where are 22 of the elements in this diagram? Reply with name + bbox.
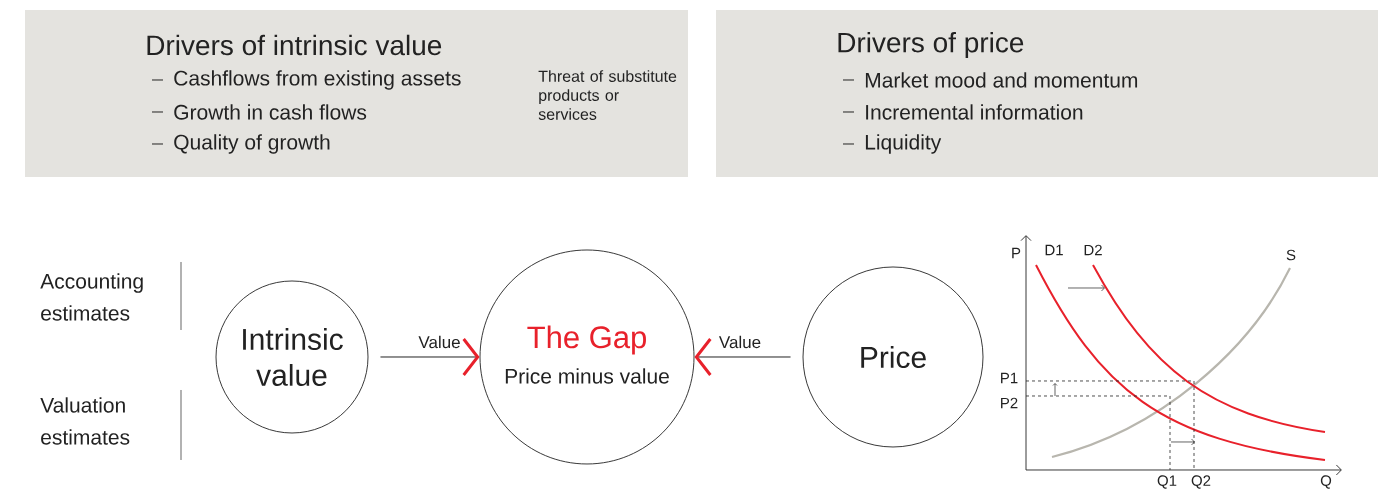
bullet-item: Quality of growth	[174, 134, 330, 154]
note-text: Threat of substitute products or services	[538, 70, 677, 120]
chart-label: P2	[1001, 397, 1018, 409]
arrow	[379, 338, 480, 376]
chart-label: Q	[1320, 475, 1332, 489]
bullet-item: Market mood and momentum	[865, 72, 1138, 88]
edge-label: Value	[418, 335, 460, 349]
edge-label: Value	[719, 335, 761, 349]
chart-label: P	[1012, 247, 1021, 259]
bullet-item: Cashflows from existing assets	[174, 70, 461, 90]
chart-label: Q2	[1191, 475, 1211, 489]
chart-label: D1	[1045, 244, 1063, 256]
chart-label: P1	[1001, 372, 1018, 384]
chart-label: Q1	[1157, 475, 1177, 489]
chart-label: S	[1286, 249, 1296, 261]
arrow	[694, 338, 792, 376]
side-label: Accounting estimates	[40, 273, 143, 321]
side-label: Valuation estimates	[40, 397, 130, 445]
bullet-item: Incremental information	[866, 104, 1083, 120]
bullet-item: Liquidity	[865, 134, 942, 154]
bullet-item: Growth in cash flows	[174, 104, 367, 120]
chart-label: D2	[1084, 244, 1102, 256]
